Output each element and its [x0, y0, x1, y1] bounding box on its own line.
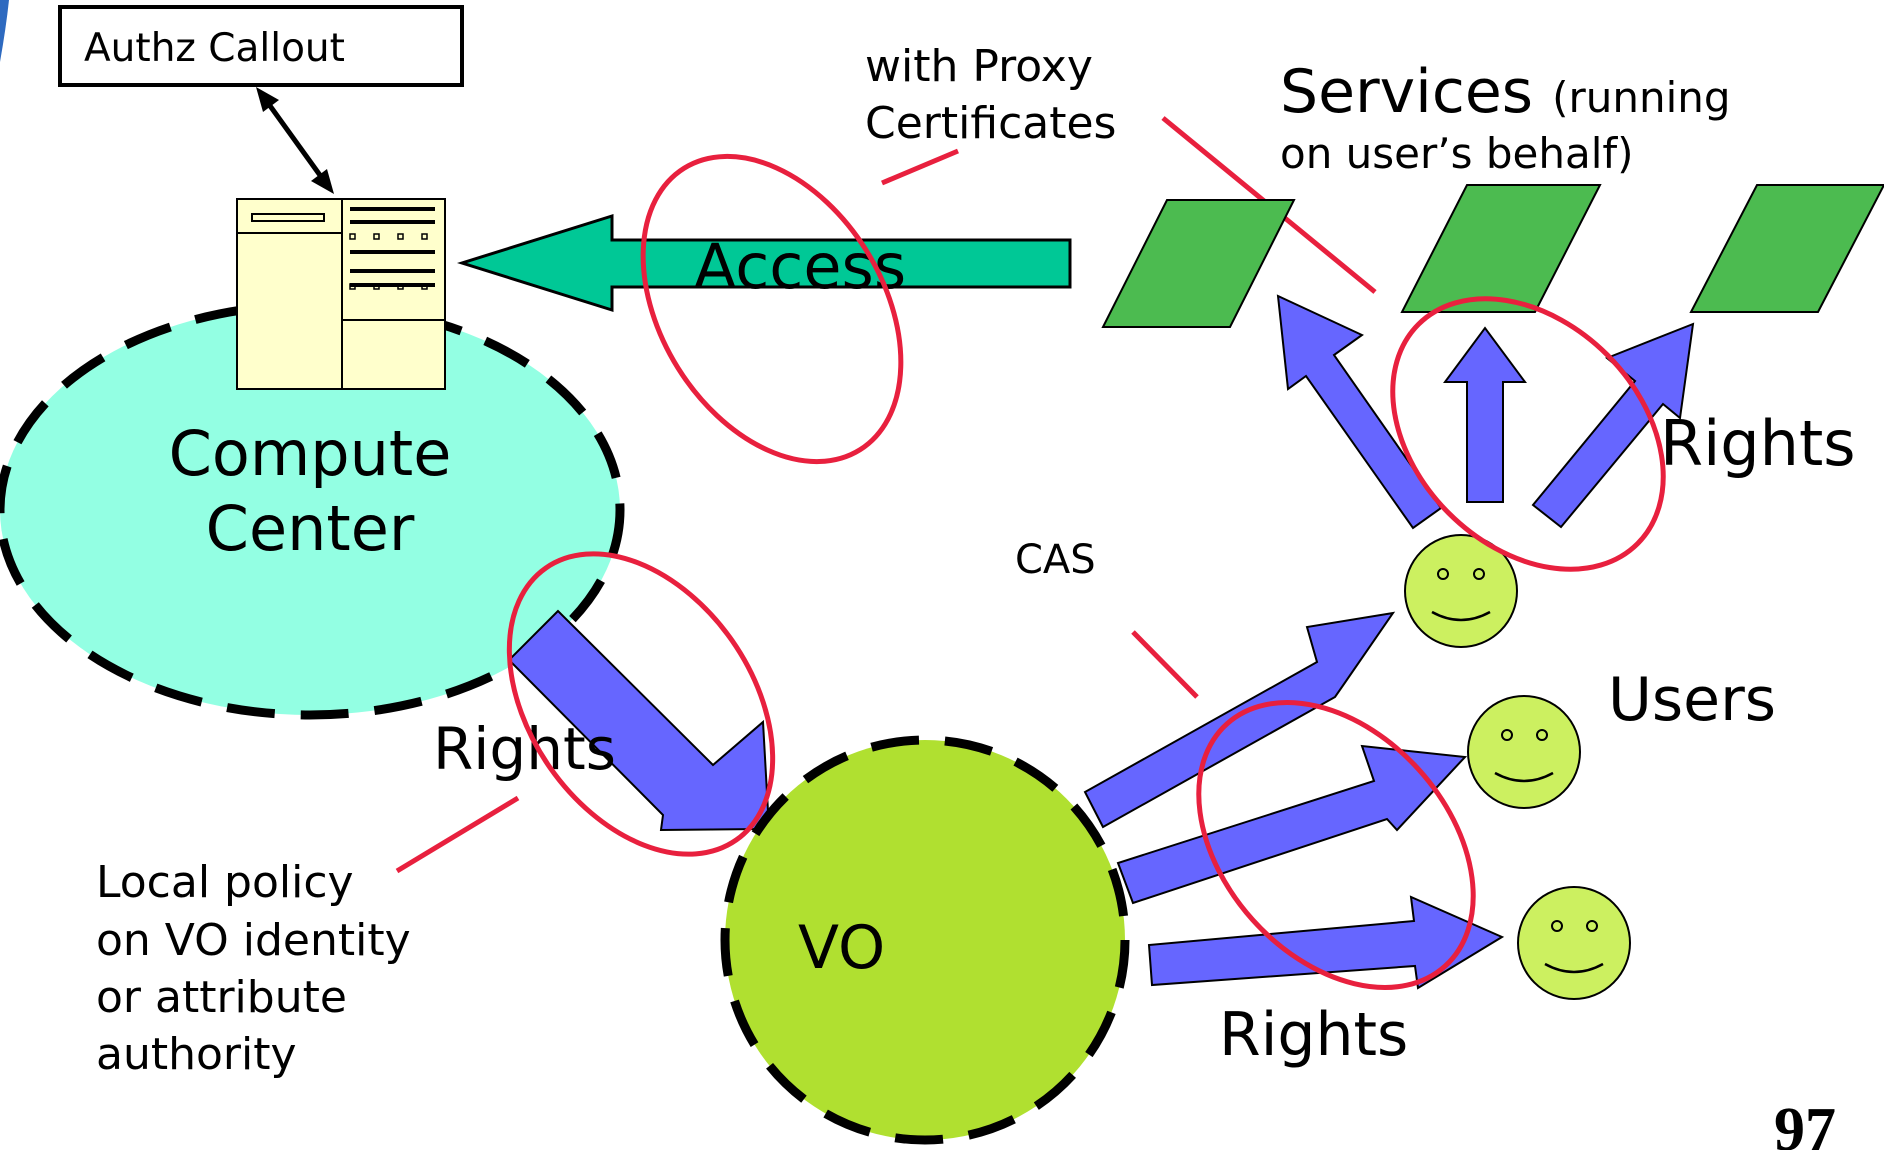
users-label: Users [1608, 665, 1776, 735]
proxy-note-line2: Certificates [865, 98, 1116, 149]
highlight-ring-services [1390, 296, 1666, 572]
policy-note-line1: Local policy [96, 857, 354, 908]
rights-arrow-center-to-vo [507, 609, 771, 832]
policy-note-line2: on VO identity [96, 915, 411, 966]
rights-arrow-service-middle [1443, 326, 1527, 503]
services-title: Services (running [1280, 57, 1731, 127]
highlight-ring-center-rights [506, 551, 776, 857]
vo-circle [720, 735, 1130, 1145]
page-number: 97 [1774, 1096, 1836, 1150]
server-icon [236, 198, 446, 390]
services-title-word: Services [1280, 57, 1533, 127]
cas-leader-line [1131, 630, 1199, 699]
authz-callout-box: Authz Callout [58, 5, 464, 87]
callout-connector-arrow [256, 87, 334, 194]
compute-center-label-line2: Center [206, 492, 415, 565]
authz-callout-label: Authz Callout [84, 26, 345, 71]
access-label: Access [694, 230, 906, 303]
user-face-icon-3 [1517, 886, 1631, 1000]
service-parallelogram-1 [1101, 199, 1296, 328]
policy-note-line4: authority [96, 1029, 297, 1080]
cas-label: CAS [1015, 537, 1096, 583]
rights-services-label: Rights [1660, 407, 1856, 480]
policy-leader-line [395, 795, 520, 874]
service-parallelogram-3 [1689, 184, 1884, 313]
user-face-icon-2 [1467, 695, 1581, 809]
slide-corner-accent [0, 0, 9, 62]
rights-arrow-service-right [1531, 322, 1695, 529]
highlight-ring-cas [1196, 700, 1476, 990]
rights-arrow-vo-to-user-2 [1116, 744, 1468, 905]
policy-note-line3: or attribute [96, 972, 347, 1023]
compute-center-label-line1: Compute [169, 417, 452, 490]
rights-vo-label: Rights [1219, 1000, 1408, 1070]
service-parallelogram-2 [1400, 184, 1602, 313]
rights-arrow-vo-to-user-3 [1147, 895, 1505, 990]
vo-label: VO [798, 913, 885, 983]
services-note-part2: on user’s behalf) [1280, 129, 1634, 178]
proxy-note-leader-line [881, 148, 959, 186]
rights-arrow-vo-to-user-1 [1083, 611, 1396, 829]
services-note-part1: (running [1552, 73, 1730, 122]
highlight-ring-proxy [640, 153, 904, 465]
rights-arrow-service-left [1276, 294, 1443, 530]
proxy-note-line1: with Proxy [865, 41, 1093, 92]
user-face-icon-1 [1404, 534, 1518, 648]
access-arrow [456, 213, 1072, 313]
